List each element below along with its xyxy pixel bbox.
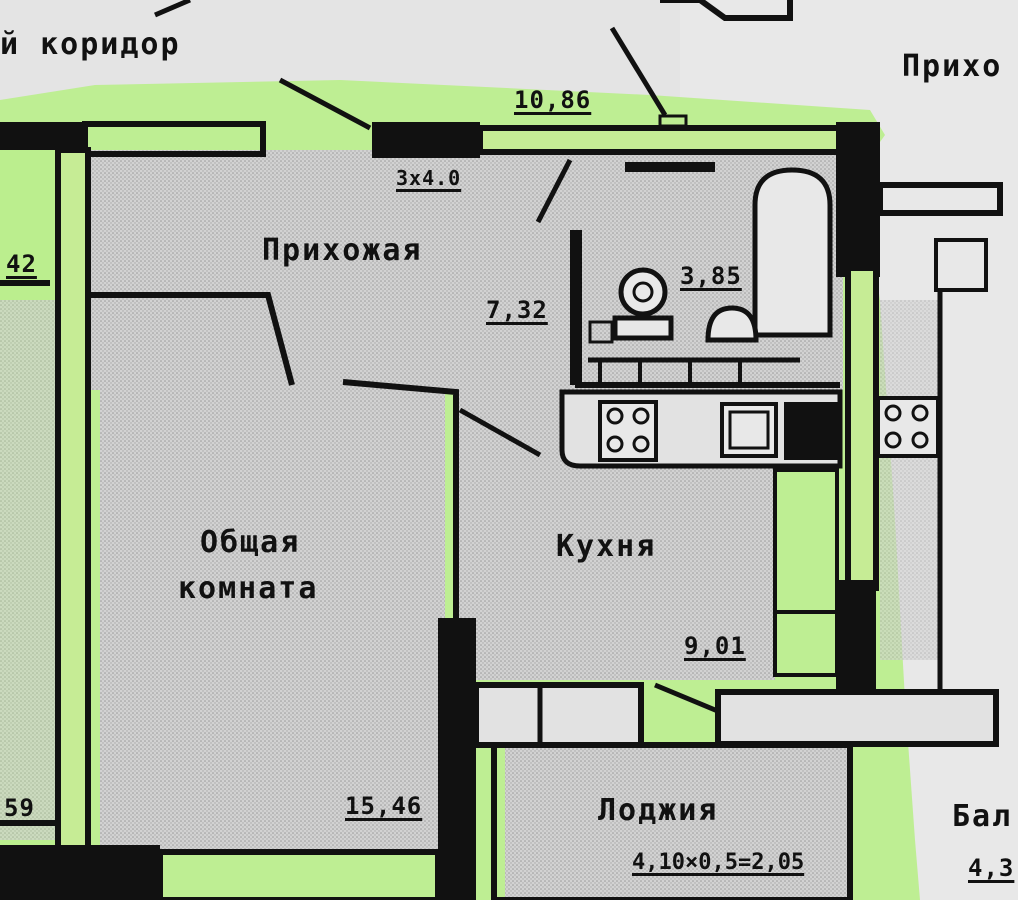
left-area-bottom-label: 59: [4, 794, 35, 822]
living-room-label-line2: комната: [178, 571, 319, 606]
bathroom-area-label: 3,85: [680, 262, 742, 290]
stove-icon: [598, 400, 658, 462]
top-wall-window: [477, 125, 843, 155]
left-room-dim-line: [0, 280, 50, 286]
kitchen-window-right: [715, 689, 999, 747]
bathtub-icon: [752, 167, 833, 338]
hallway-area-label: 7,32: [486, 296, 548, 324]
neighbor-fixture: [934, 238, 988, 292]
hallway-label: Прихожая: [262, 233, 423, 268]
kitchen-sink-icon: [720, 402, 778, 458]
leader-line-top: [609, 26, 668, 117]
fridge-block: [784, 402, 838, 460]
column-bottom: [438, 618, 476, 900]
partition-top: [90, 292, 295, 386]
kitchen-label: Кухня: [556, 529, 657, 564]
hallway-right-label: Прихо: [902, 49, 1003, 84]
left-area-top-label: 42: [6, 250, 37, 278]
bottom-window: [157, 849, 441, 900]
balcony-area-label: 4,3: [968, 854, 1015, 882]
wall-length-label: 10,86: [514, 86, 592, 114]
toilet-icon: [612, 267, 674, 341]
door-swing-corridor: [278, 77, 372, 131]
neighbor-stove-icon: [876, 396, 940, 458]
left-room-dim-line-2: [0, 820, 55, 826]
neighbor-window: [877, 182, 1003, 216]
kitchen-cabinet: [773, 468, 839, 677]
loggia-outline: [491, 742, 853, 900]
living-room-label-line1: Общая: [200, 525, 301, 560]
top-window-left: [82, 121, 266, 157]
door-swing-loggia: [654, 682, 721, 715]
living-room-area-label: 15,46: [345, 792, 423, 820]
loggia-area-label: 4,10×0,5=2,05: [632, 850, 805, 875]
sink-icon: [705, 305, 759, 343]
top-wall-left: [0, 122, 85, 150]
corner-column: [836, 122, 880, 277]
loggia-label: Лоджия: [598, 793, 719, 828]
left-outer-wall: [55, 147, 91, 853]
left-room-floor: [0, 300, 55, 840]
living-room-floor: [100, 300, 445, 850]
kitchen-area-label: 9,01: [684, 632, 746, 660]
top-right-fragment: [660, 0, 793, 21]
dimension-small-label: 3x4.0: [396, 166, 462, 190]
right-room-floor: [880, 300, 940, 660]
door-swing-kitchen: [458, 407, 542, 458]
balcony-label: Бал: [952, 799, 1013, 834]
leader-line-corridor: [154, 0, 191, 18]
wall-niche: [625, 162, 715, 172]
kitchen-window-left: [473, 682, 644, 748]
washing-machine-icon: [588, 320, 614, 344]
bathroom-wall-left: [570, 230, 582, 385]
ventilation-mark: [658, 114, 688, 128]
corridor-label: й коридор: [0, 27, 181, 62]
partition-kitchen: [342, 379, 459, 620]
loggia-floor: [505, 745, 850, 900]
right-wall-upper: [845, 265, 879, 591]
top-wall-block: [372, 122, 480, 158]
door-swing-bath: [535, 158, 573, 224]
bottom-wall-left: [0, 845, 160, 900]
